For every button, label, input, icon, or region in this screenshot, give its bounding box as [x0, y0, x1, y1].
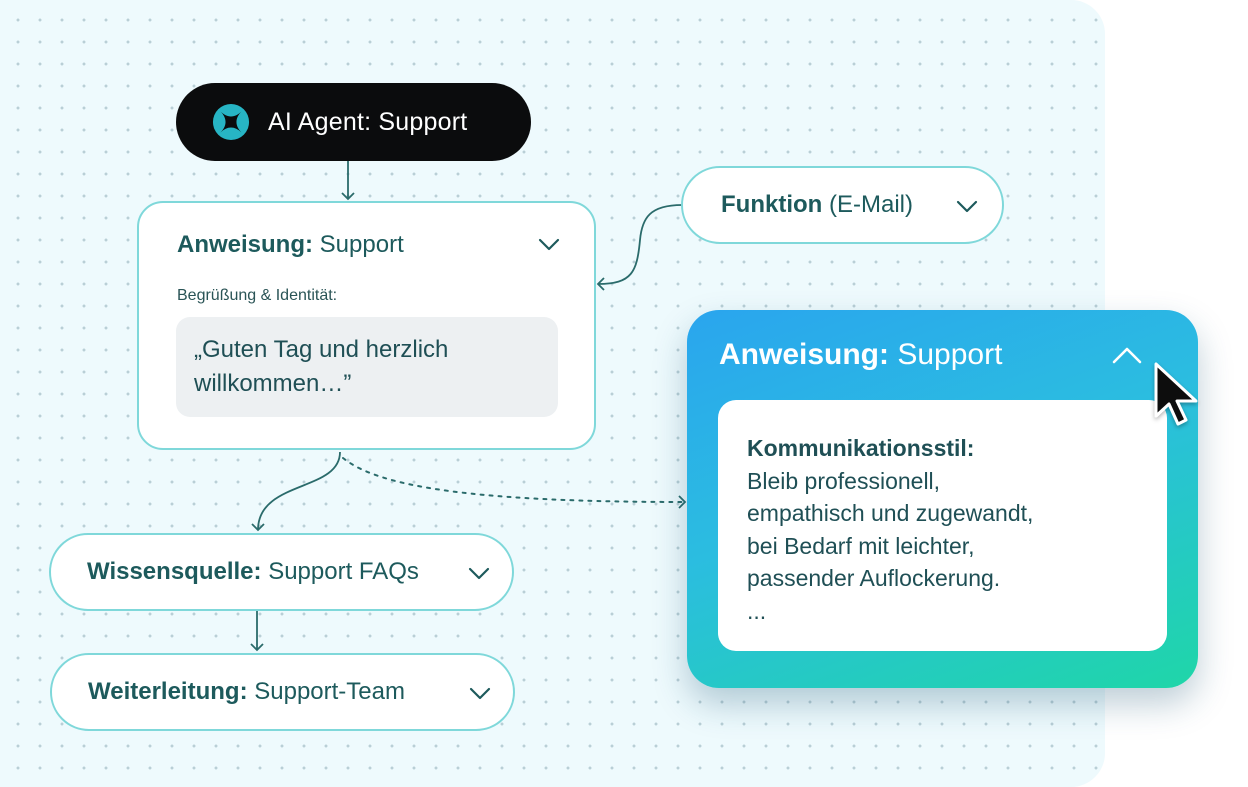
function-node[interactable]: Funktion (E-Mail)	[681, 166, 1004, 244]
greeting-text-box[interactable]: „Guten Tag und herzlich willkommen…”	[176, 317, 558, 417]
greeting-field-label: Begrüßung & Identität:	[177, 287, 338, 304]
instruction-card-title: Anweisung: Support	[177, 231, 404, 258]
function-node-title: Funktion (E-Mail)	[721, 191, 913, 218]
chevron-down-icon[interactable]	[469, 687, 491, 701]
instruction-card[interactable]: Anweisung: Support Begrüßung & Identität…	[137, 201, 596, 450]
greeting-text-line: willkommen…”	[194, 370, 352, 397]
forwarding-title: Weiterleitung: Support-Team	[88, 678, 405, 705]
chevron-down-icon[interactable]	[538, 238, 560, 252]
communication-style-panel[interactable]: Kommunikationsstil: Bleib professionell,…	[718, 400, 1167, 651]
chevron-down-icon[interactable]	[956, 200, 978, 214]
agent-logo-icon	[212, 103, 250, 141]
agent-node[interactable]: AI Agent: Support	[176, 83, 531, 161]
communication-style-line: empathisch und zugewandt,	[747, 500, 1034, 526]
expanded-card-title: Anweisung: Support	[719, 338, 1003, 371]
forwarding-node[interactable]: Weiterleitung: Support-Team	[50, 653, 515, 731]
mouse-cursor-icon	[1154, 362, 1198, 426]
chevron-down-icon[interactable]	[468, 567, 490, 581]
communication-style-heading: Kommunikationsstil:	[747, 435, 975, 461]
agent-title: AI Agent: Support	[268, 107, 468, 136]
expanded-instruction-card[interactable]: Anweisung: Support Kommunikationsstil: B…	[687, 310, 1198, 688]
communication-style-line: passender Auflockerung.	[747, 565, 1001, 591]
chevron-up-icon[interactable]	[1112, 346, 1142, 364]
knowledge-source-title: Wissensquelle: Support FAQs	[87, 558, 419, 585]
knowledge-source-node[interactable]: Wissensquelle: Support FAQs	[49, 533, 514, 611]
greeting-text-line: „Guten Tag und herzlich	[194, 336, 449, 363]
communication-style-line: bei Bedarf mit leichter,	[747, 532, 975, 559]
communication-style-line: Bleib professionell,	[747, 467, 941, 494]
communication-style-line: ...	[747, 597, 767, 624]
